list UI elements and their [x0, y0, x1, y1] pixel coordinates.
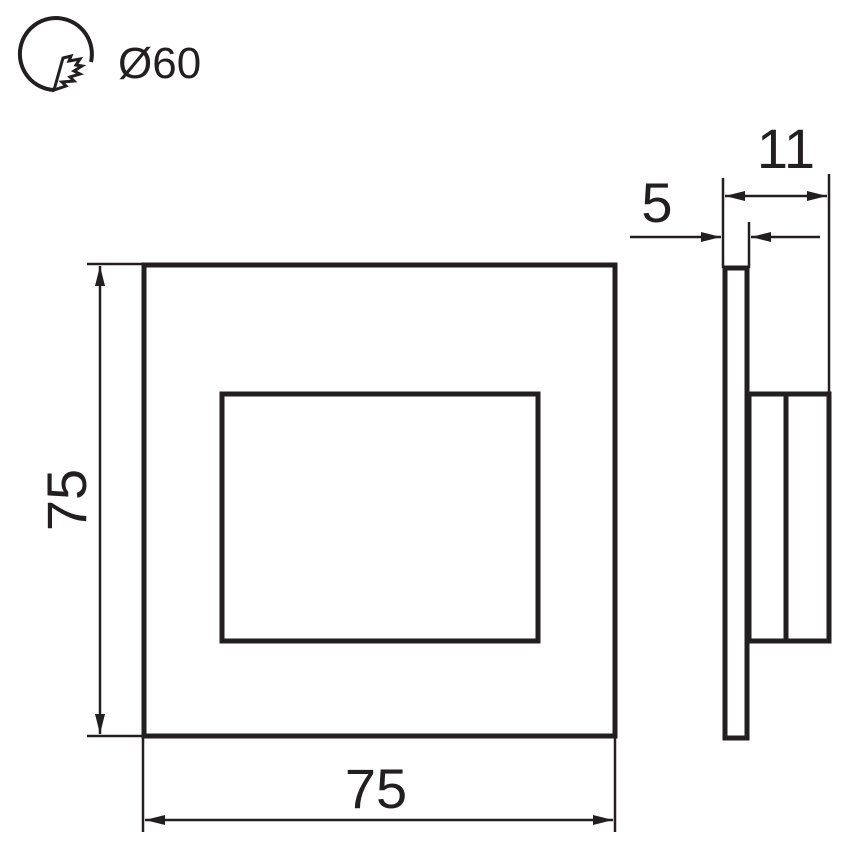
total-depth-label: 11 [757, 117, 815, 180]
front-view [141, 262, 618, 739]
height-dimension-label: 75 [35, 469, 98, 531]
front-plate [722, 265, 750, 741]
width-dimension [141, 736, 617, 832]
height-dimension [87, 262, 144, 738]
side-dimensions [630, 174, 831, 394]
housing-box [746, 391, 832, 644]
plate-thickness-label: 5 [641, 171, 672, 234]
side-view [722, 265, 832, 741]
width-dimension-label: 75 [345, 757, 407, 820]
light-window [219, 391, 541, 644]
outer-frame [141, 262, 618, 739]
hole-saw-icon [17, 16, 94, 93]
mounting-hole-diameter-label: Ø60 [118, 39, 201, 88]
